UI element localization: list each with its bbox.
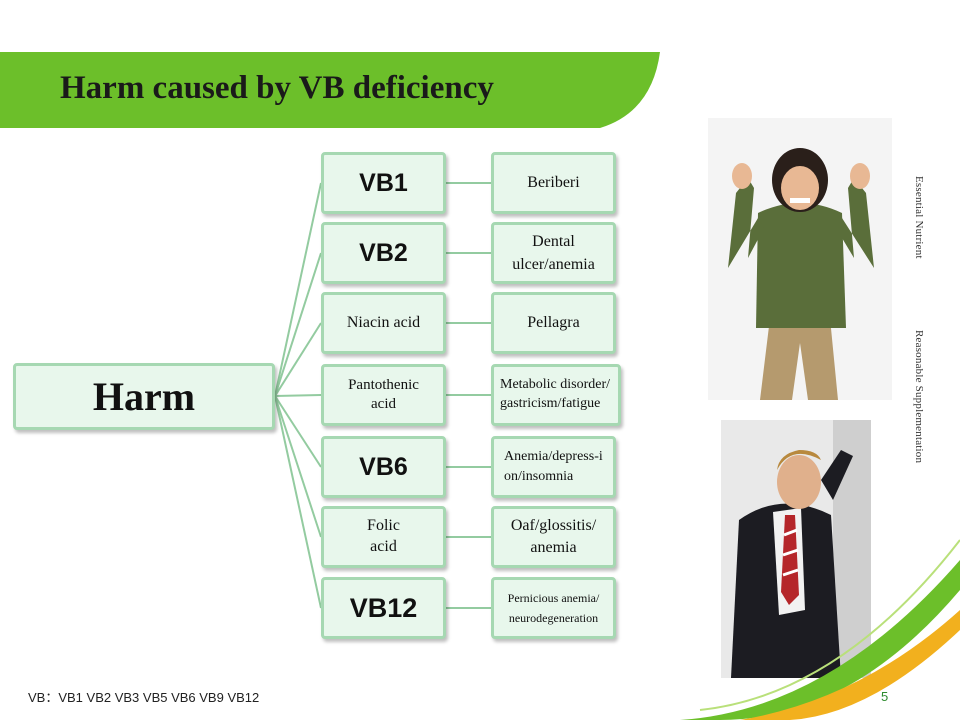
connector-root-vb12 xyxy=(274,395,322,609)
root-node-harm: Harm xyxy=(13,363,275,430)
node-folic-acid: Folic acid xyxy=(321,506,446,568)
connector-root-pantothenic xyxy=(274,394,322,397)
effect-metabolic-disorder: Metabolic disorder/ gastricism/fatigue xyxy=(491,364,621,426)
connector-root-vb1 xyxy=(274,182,322,397)
node-vb12: VB12 xyxy=(321,577,446,639)
stressed-woman-photo xyxy=(708,118,892,400)
node-vb1: VB1 xyxy=(321,152,446,214)
node-pantothenic-acid: Pantothenic acid xyxy=(321,364,446,426)
footer-vb-list: VB：VB1 VB2 VB3 VB5 VB6 VB9 VB12 xyxy=(28,690,260,705)
effect-beriberi: Beriberi xyxy=(491,152,616,214)
node-vb6: VB6 xyxy=(321,436,446,498)
connector-root-vb2 xyxy=(274,252,322,397)
page-number: 5 xyxy=(881,689,889,704)
stressed-man-photo xyxy=(721,420,871,678)
effect-anemia-depression-insomnia: Anemia/depress-ion/insomnia xyxy=(491,436,616,498)
decorative-swoosh xyxy=(680,539,960,720)
side-label-essential-nutrient: Essential Nutrient xyxy=(913,176,925,259)
node-niacin-acid: Niacin acid xyxy=(321,292,446,354)
connector-root-niacin xyxy=(274,322,322,397)
connector-root-folic xyxy=(274,395,322,538)
connector-root-vb6 xyxy=(274,395,322,468)
side-label-reasonable-supplementation: Reasonable Supplementation xyxy=(913,330,925,464)
effect-pernicious-anemia: Pernicious anemia/ neurodegeneration xyxy=(491,577,616,639)
node-vb2: VB2 xyxy=(321,222,446,284)
effect-pellagra: Pellagra xyxy=(491,292,616,354)
effect-oaf-glossitis-anemia: Oaf/glossitis/ anemia xyxy=(491,506,616,568)
page-title: Harm caused by VB deficiency xyxy=(60,70,494,106)
title-band xyxy=(0,52,660,128)
effect-dental-ulcer-anemia: Dental ulcer/anemia xyxy=(491,222,616,284)
